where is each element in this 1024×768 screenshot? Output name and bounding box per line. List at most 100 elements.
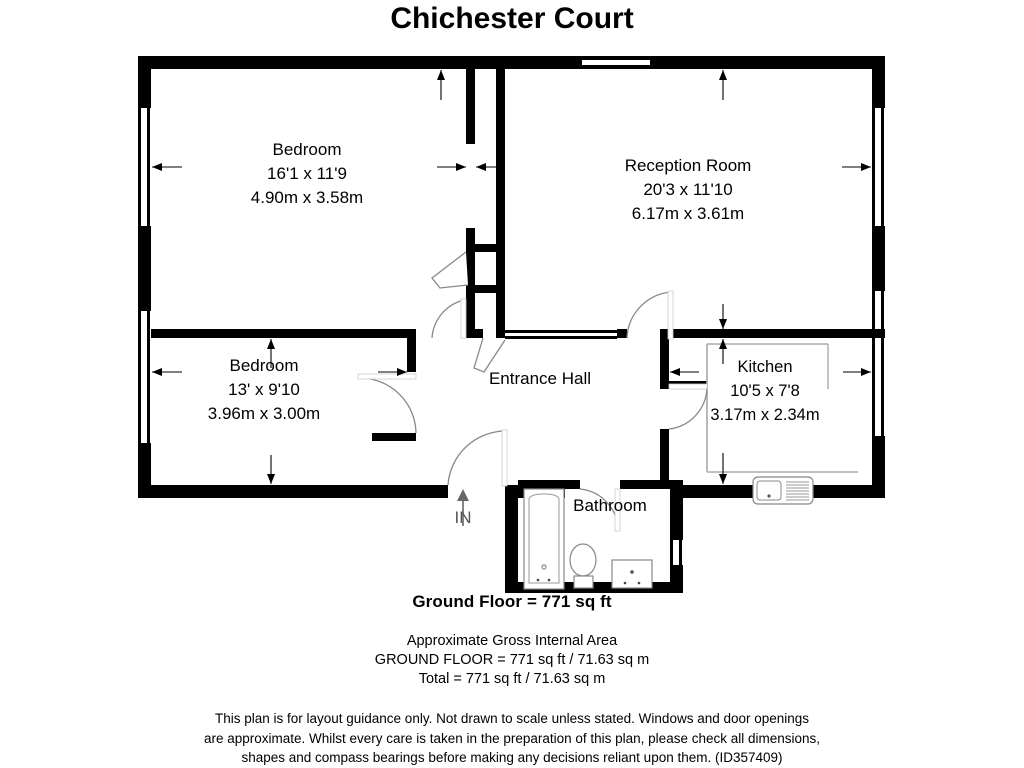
wall-closet-top [466, 244, 504, 252]
svg-text:Bathroom: Bathroom [573, 496, 647, 515]
dim-arrow-bedroom1-width-left [152, 163, 182, 171]
disclaimer-line-2: are approximate. Whilst every care is ta… [203, 730, 821, 746]
floorplan-svg: IN Bedroom 16'1 x 11'9 4.90m x 3.58m Rec… [138, 56, 885, 593]
wall-right-mid-pier [872, 226, 885, 291]
wall-reception-hall-divider-thin-b [505, 336, 617, 339]
entrance-in-arrow [457, 489, 469, 526]
door-bedroom2 [357, 373, 417, 434]
area-heading: Ground Floor = 771 sq ft [412, 592, 612, 611]
wall-bedroom-divider [151, 329, 416, 338]
wall-top-right [650, 56, 885, 69]
wall-bathroom-top-left [518, 480, 580, 489]
svg-text:20'3 x 11'10: 20'3 x 11'10 [643, 180, 732, 199]
dim-arrow-reception-width-left [476, 163, 505, 171]
dim-arrow-reception-width-right [842, 163, 871, 171]
wall-bedroom2-right-upper [407, 329, 416, 372]
fixtures-layer [523, 343, 858, 590]
dim-arrow-bedroom2-height-top [267, 339, 275, 368]
svg-text:6.17m x 3.61m: 6.17m x 3.61m [632, 204, 744, 223]
disclaimer-line-3: shapes and compass bearings before makin… [241, 750, 783, 765]
disclaimer-block: This plan is for layout guidance only. N… [162, 709, 862, 768]
doors-layer [357, 251, 708, 532]
svg-text:10'5 x 7'8: 10'5 x 7'8 [730, 382, 800, 400]
wall-reception-kitchen-divider [660, 329, 885, 338]
area-line-1: Approximate Gross Internal Area [406, 633, 618, 649]
wall-bathroom-right-lower [670, 565, 683, 593]
dim-arrow-reception-height-top [719, 70, 727, 100]
room-label-reception: Reception Room 20'3 x 11'10 6.17m x 3.61… [625, 156, 752, 223]
wall-right-bottom-stub [872, 436, 885, 498]
door-hall-upper-left [431, 298, 467, 339]
bathtub [523, 488, 565, 590]
dimension-arrows [152, 70, 871, 484]
dim-arrow-bedroom2-width-right [378, 368, 407, 376]
wall-bedroom1-right-lower [466, 228, 475, 338]
room-label-bedroom1: Bedroom 16'1 x 11'9 4.90m x 3.58m [251, 140, 363, 207]
wall-bathroom-bottom [505, 582, 683, 593]
wall-left-mid-pier [138, 226, 151, 311]
door-entrance [447, 429, 508, 487]
wall-bathroom-right-upper [670, 485, 683, 540]
window-right-lower-outer [881, 291, 884, 436]
footer-text-block: Ground Floor = 771 sq ft Approximate Gro… [0, 592, 1024, 768]
wall-top-window-sill [582, 65, 650, 69]
toilet [569, 543, 597, 589]
window-right-lower-inner [872, 291, 875, 436]
svg-text:Bedroom: Bedroom [273, 140, 342, 159]
wall-bottom-left [138, 485, 448, 498]
dim-arrow-kitchen-height-top2 [719, 339, 727, 364]
svg-text:3.96m x 3.00m: 3.96m x 3.00m [208, 404, 320, 423]
window-left-upper-outer [138, 108, 141, 226]
wash-basin [611, 559, 653, 589]
room-label-kitchen: Kitchen 10'5 x 7'8 3.17m x 2.34m [710, 358, 819, 424]
entrance-in-label: IN [455, 508, 472, 527]
dim-arrow-kitchen-width-right [843, 368, 871, 376]
wall-kitchen-left-upper [660, 329, 669, 389]
wall-bathroom-left [505, 485, 518, 593]
wall-right-top-stub [872, 56, 885, 108]
window-bathroom-outer [679, 540, 682, 565]
wall-top-left [138, 56, 582, 69]
wall-bathroom-top-right [620, 480, 683, 489]
area-line-3: Total = 771 sq ft / 71.63 sq m [418, 671, 606, 687]
room-label-bathroom: Bathroom [573, 496, 647, 515]
wall-closet-foot-right [496, 329, 505, 338]
kitchen-sink [752, 476, 814, 505]
room-label-entrance-hall: Entrance Hall [489, 369, 591, 388]
wall-closet-bottom [466, 285, 504, 293]
floorplan-drawing: IN Bedroom 16'1 x 11'9 4.90m x 3.58m Rec… [0, 48, 1024, 593]
door-closet [473, 337, 506, 373]
svg-text:Bedroom: Bedroom [230, 356, 299, 375]
wall-bedroom1-right [466, 69, 475, 144]
room-label-bedroom2: Bedroom 13' x 9'10 3.96m x 3.00m [208, 356, 320, 423]
window-bathroom-inner [670, 540, 673, 565]
svg-text:Kitchen: Kitchen [737, 358, 792, 376]
dim-arrow-bedroom1-width-right [437, 163, 466, 171]
door-bedroom1 [431, 251, 469, 289]
window-left-lower-inner [147, 311, 150, 443]
door-kitchen [668, 383, 708, 430]
wall-closet-foot-left [466, 329, 483, 338]
wall-bedroom2-right-lower [372, 433, 416, 441]
window-left-upper-inner [147, 108, 150, 226]
dim-arrow-bedroom2-height-bottom [267, 455, 275, 484]
window-right-upper-outer [881, 108, 884, 226]
walls-layer [138, 56, 885, 593]
dim-arrow-bedroom2-width-left [152, 368, 182, 376]
dim-arrow-kitchen-height-bottom [719, 453, 727, 484]
svg-text:Reception Room: Reception Room [625, 156, 752, 175]
area-line-2: GROUND FLOOR = 771 sq ft / 71.63 sq m [374, 652, 650, 668]
wall-reception-hall-stub [617, 329, 627, 338]
dim-arrow-kitchen-width-left [670, 368, 699, 376]
wall-left-top-stub [138, 56, 151, 108]
dim-arrow-bedroom1-height-top [437, 70, 445, 100]
wall-top-window-header [582, 56, 650, 60]
window-left-lower-outer [138, 311, 141, 443]
page-title: Chichester Court [390, 2, 634, 35]
wall-left-bottom-stub [138, 443, 151, 498]
wall-kitchen-left-lower [660, 429, 669, 487]
dim-arrow-kitchen-height-top [719, 304, 727, 329]
svg-text:Entrance Hall: Entrance Hall [489, 369, 591, 388]
room-labels-layer: Bedroom 16'1 x 11'9 4.90m x 3.58m Recept… [208, 140, 820, 515]
